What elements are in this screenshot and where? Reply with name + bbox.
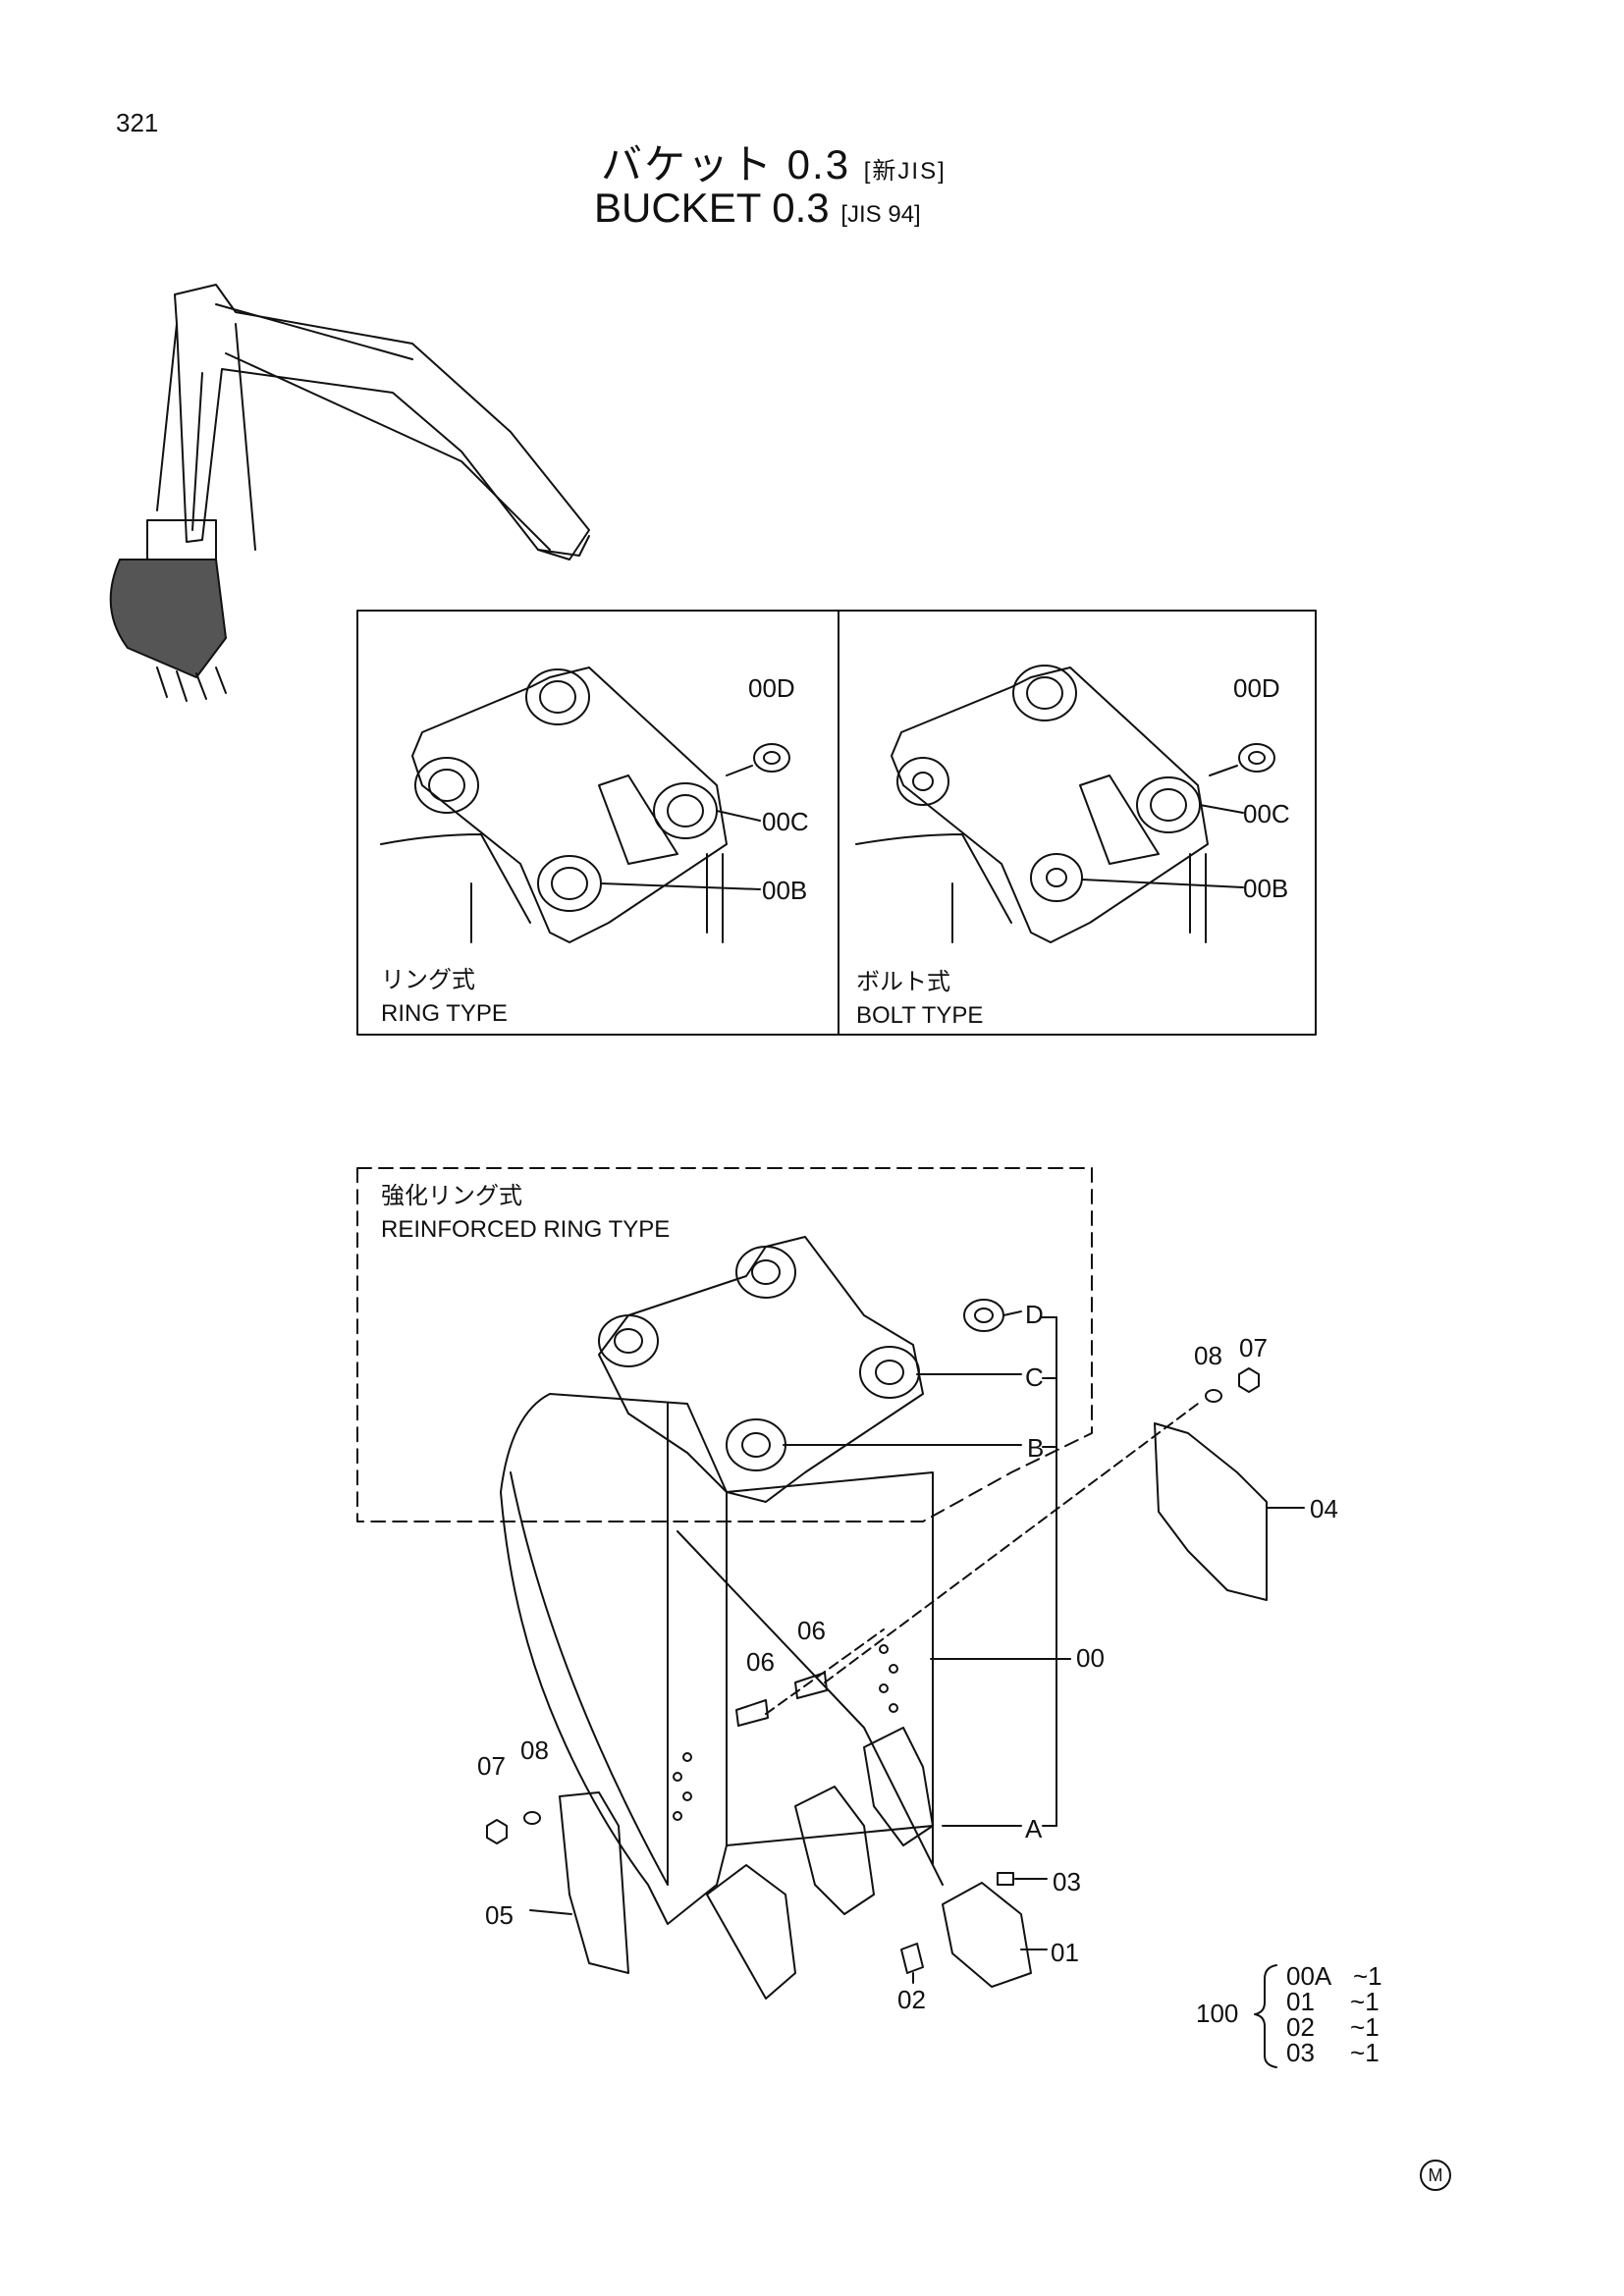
bolt-type-bracket — [855, 665, 1275, 943]
kit-qty: ~1 — [1352, 1961, 1382, 1991]
title-english: BUCKET 0.3 [JIS 94] — [594, 185, 921, 232]
callout-08-right: 08 — [1194, 1341, 1222, 1370]
bolt-caption-jp: ボルト式 — [856, 969, 950, 995]
kit-list: 00A ~1 01 ~1 02 ~1 03 ~1 — [1286, 1963, 1382, 2065]
ring-caption-jp: リング式 — [381, 967, 475, 993]
m-mark-icon: M — [1420, 2160, 1451, 2191]
callout-03: 03 — [1053, 1867, 1081, 1896]
side-cutter-left — [559, 1791, 629, 1974]
title-japanese: バケット 0.3 [新JIS] — [601, 132, 947, 191]
callout-02: 02 — [897, 1985, 926, 2014]
title-en-main: BUCKET 0.3 — [594, 185, 830, 231]
kit-qty: ~1 — [1350, 2038, 1380, 2067]
callout-07-left: 07 — [477, 1751, 506, 1781]
kit-part: 03 — [1286, 2038, 1315, 2067]
kit-row: 02 ~1 — [1286, 2014, 1382, 2040]
ring-label-00b: 00B — [762, 876, 808, 905]
reinforced-dashed-frame — [356, 1167, 1093, 1522]
bolt-caption-en: BOLT TYPE — [856, 1002, 984, 1029]
excavator-arm-icon — [109, 284, 590, 702]
pin-type-panel-frame — [356, 610, 1317, 1036]
callout-a: A — [1025, 1814, 1043, 1843]
kit-number: 100 — [1196, 1999, 1239, 2028]
title-jp-main: バケット 0.3 — [601, 141, 851, 187]
ring-label-00d: 00D — [748, 673, 795, 703]
kit-brace-icon — [1254, 1964, 1277, 2068]
callout-c: C — [1025, 1362, 1044, 1392]
bucket-body — [500, 1236, 934, 1925]
title-en-tag: [JIS 94] — [840, 201, 921, 228]
side-cutter-right — [1154, 1422, 1268, 1601]
ring-caption-en: RING TYPE — [381, 1000, 508, 1027]
bolt-label-00c: 00C — [1243, 799, 1290, 828]
bolt-label-00d: 00D — [1233, 673, 1280, 703]
callout-05: 05 — [485, 1900, 514, 1930]
kit-qty: ~1 — [1350, 2012, 1380, 2042]
kit-part: 01 — [1286, 1987, 1315, 2016]
callout-07-right: 07 — [1239, 1333, 1268, 1362]
kit-part: 02 — [1286, 2012, 1315, 2042]
callout-06-left: 06 — [746, 1647, 775, 1677]
bolt-caption: ボルト式 BOLT TYPE — [856, 966, 983, 1033]
kit-row: 03 ~1 — [1286, 2040, 1382, 2065]
callout-b: B — [1027, 1433, 1045, 1463]
callout-00: 00 — [1076, 1643, 1105, 1673]
callout-06-right: 06 — [797, 1616, 826, 1645]
callout-01: 01 — [1051, 1938, 1079, 1967]
kit-part: 00A — [1286, 1961, 1332, 1991]
ring-caption: リング式 RING TYPE — [381, 964, 508, 1031]
kit-qty: ~1 — [1350, 1987, 1380, 2016]
reinforced-caption-en: REINFORCED RING TYPE — [381, 1216, 671, 1243]
ring-type-bracket — [380, 667, 790, 943]
kit-row: 01 ~1 — [1286, 1989, 1382, 2014]
reinforced-caption-jp: 強化リング式 — [381, 1183, 522, 1209]
reinforced-caption: 強化リング式 REINFORCED RING TYPE — [381, 1180, 670, 1247]
bucket-teeth — [706, 1727, 1032, 2000]
callout-04: 04 — [1310, 1494, 1338, 1523]
title-jp-tag: [新JIS] — [863, 158, 947, 185]
ring-label-00c: 00C — [762, 807, 809, 836]
callout-d: D — [1025, 1300, 1044, 1329]
bolt-label-00b: 00B — [1243, 874, 1289, 903]
callout-08-left: 08 — [520, 1735, 549, 1765]
kit-row: 00A ~1 — [1286, 1963, 1382, 1989]
page-number: 321 — [116, 108, 159, 137]
